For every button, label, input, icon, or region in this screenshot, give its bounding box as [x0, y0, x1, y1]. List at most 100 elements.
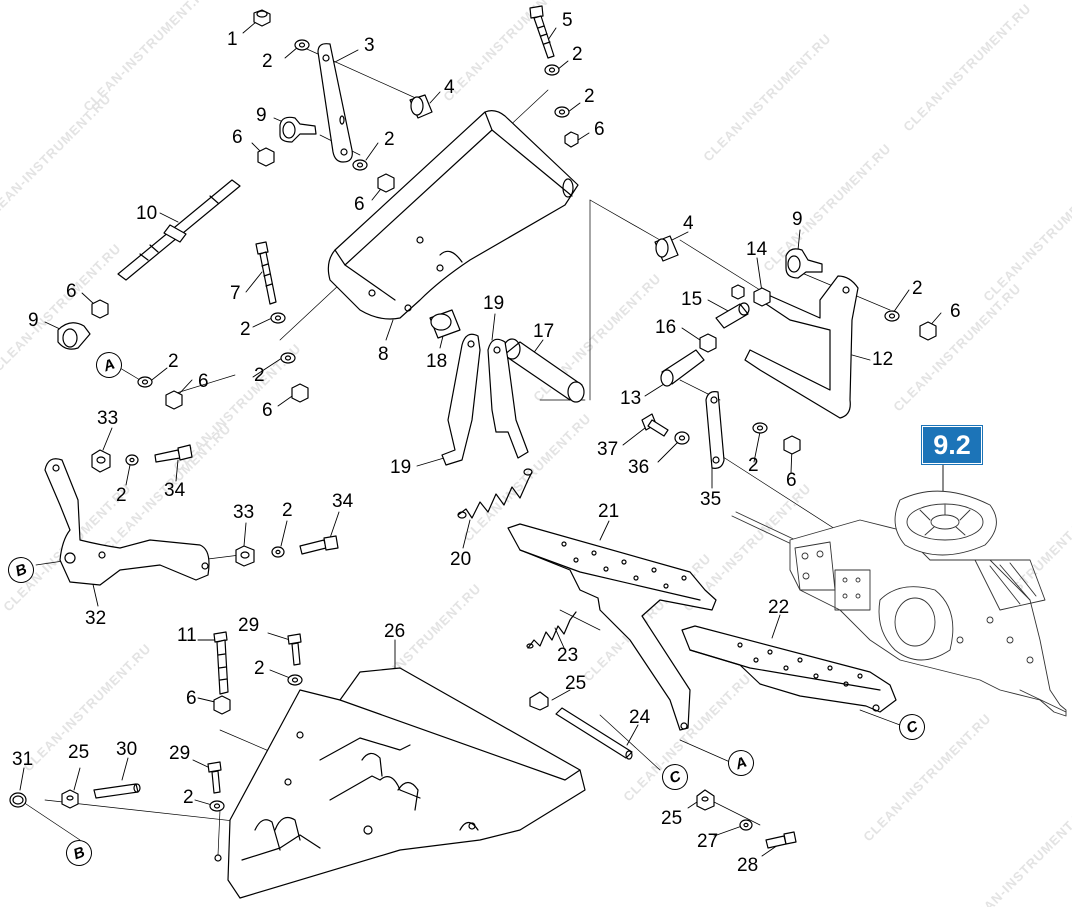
callout-14: 14 [746, 239, 768, 260]
callout-27: 27 [697, 831, 719, 852]
callout-25: 25 [661, 808, 683, 829]
reference-badge: 9.2 [921, 425, 983, 465]
callout-36: 36 [628, 457, 650, 478]
part-3-link [317, 43, 353, 163]
part-34-bolt [299, 535, 339, 555]
part-20-spring [457, 468, 533, 519]
callout-29: 29 [169, 743, 191, 764]
part-24-pin [555, 707, 633, 760]
callout-34: 34 [332, 491, 354, 512]
callout-32: 32 [85, 608, 107, 629]
part-29-bolt [287, 633, 302, 666]
callout-16: 16 [655, 317, 677, 338]
callout-37: 37 [597, 439, 619, 460]
part-19-arm [441, 333, 481, 466]
part-9-ball-joint [57, 322, 91, 350]
washer [280, 352, 296, 364]
callout-29: 29 [238, 615, 260, 636]
callout-2: 2 [183, 787, 194, 808]
part-13-pin [660, 349, 705, 387]
part-17-shaft [503, 338, 585, 403]
callout-35: 35 [700, 489, 722, 510]
nut [919, 321, 937, 341]
callout-6: 6 [66, 281, 77, 302]
callout-19: 19 [483, 293, 505, 314]
part-1-nut [253, 9, 271, 27]
part-26-base-plate [214, 667, 586, 899]
part-32-lever [44, 458, 210, 586]
nut [291, 383, 309, 403]
callout-6: 6 [232, 127, 243, 148]
part-30-pin [93, 783, 141, 799]
washer [271, 546, 285, 558]
callout-23: 23 [557, 645, 579, 666]
washer [554, 106, 570, 118]
part-25-clip [696, 789, 715, 811]
part-19-arm [487, 338, 529, 459]
callout-13: 13 [620, 388, 642, 409]
callout-33: 33 [97, 408, 119, 429]
nut [165, 390, 183, 410]
callout-6: 6 [950, 301, 961, 322]
callout-17: 17 [533, 321, 555, 342]
washer [752, 422, 768, 434]
callout-31: 31 [12, 749, 34, 770]
part-23-spring [526, 611, 577, 649]
callout-10: 10 [136, 203, 158, 224]
callout-11: 11 [177, 625, 197, 646]
part-21-pedal [507, 523, 717, 731]
part-25-clip [61, 789, 79, 809]
callout-12: 12 [872, 349, 894, 370]
part-8-housing [327, 110, 579, 320]
callout-2: 2 [282, 500, 293, 521]
callout-2: 2 [572, 44, 583, 65]
callout-18: 18 [426, 351, 448, 372]
callout-22: 22 [768, 597, 790, 618]
callout-5: 5 [562, 10, 573, 31]
washer [270, 312, 286, 324]
part-33-nut [235, 545, 255, 567]
callout-6: 6 [786, 470, 797, 491]
callout-2: 2 [384, 129, 395, 150]
callout-2: 2 [254, 365, 265, 386]
part-18-bushing [429, 309, 461, 339]
callout-2: 2 [116, 485, 127, 506]
callout-2: 2 [912, 278, 923, 299]
nut [564, 131, 579, 148]
callout-2: 2 [584, 86, 595, 107]
part-34-bolt [154, 444, 193, 463]
callout-9: 9 [28, 310, 39, 331]
callout-21: 21 [598, 501, 620, 522]
part-9-ball-joint [785, 248, 823, 279]
part-28-bolt [765, 831, 797, 849]
washer [294, 39, 310, 51]
part-25-clip [529, 691, 549, 711]
part-36-washer [674, 431, 690, 445]
washer [884, 310, 900, 322]
callout-6: 6 [186, 688, 197, 709]
part-5-bolt [529, 5, 555, 59]
callout-7: 7 [230, 283, 241, 304]
callout-24: 24 [629, 707, 651, 728]
part-15-spacer [715, 302, 750, 329]
callout-6: 6 [594, 119, 605, 140]
part-9-ball-joint [279, 116, 317, 143]
callout-9: 9 [256, 105, 267, 126]
callout-2: 2 [748, 455, 759, 476]
callout-6: 6 [198, 371, 209, 392]
washer [352, 159, 368, 171]
callout-19: 19 [390, 457, 412, 478]
callout-25: 25 [565, 673, 587, 694]
part-7-bolt [255, 241, 277, 305]
washer [125, 454, 139, 466]
callout-8: 8 [378, 344, 389, 365]
part-29-bolt [207, 761, 222, 794]
part-27-washer [739, 819, 753, 831]
part-37-bolt [641, 413, 669, 437]
callout-20: 20 [450, 549, 472, 570]
callout-30: 30 [116, 739, 138, 760]
callout-2: 2 [168, 351, 179, 372]
part-4-bushing [654, 235, 679, 262]
